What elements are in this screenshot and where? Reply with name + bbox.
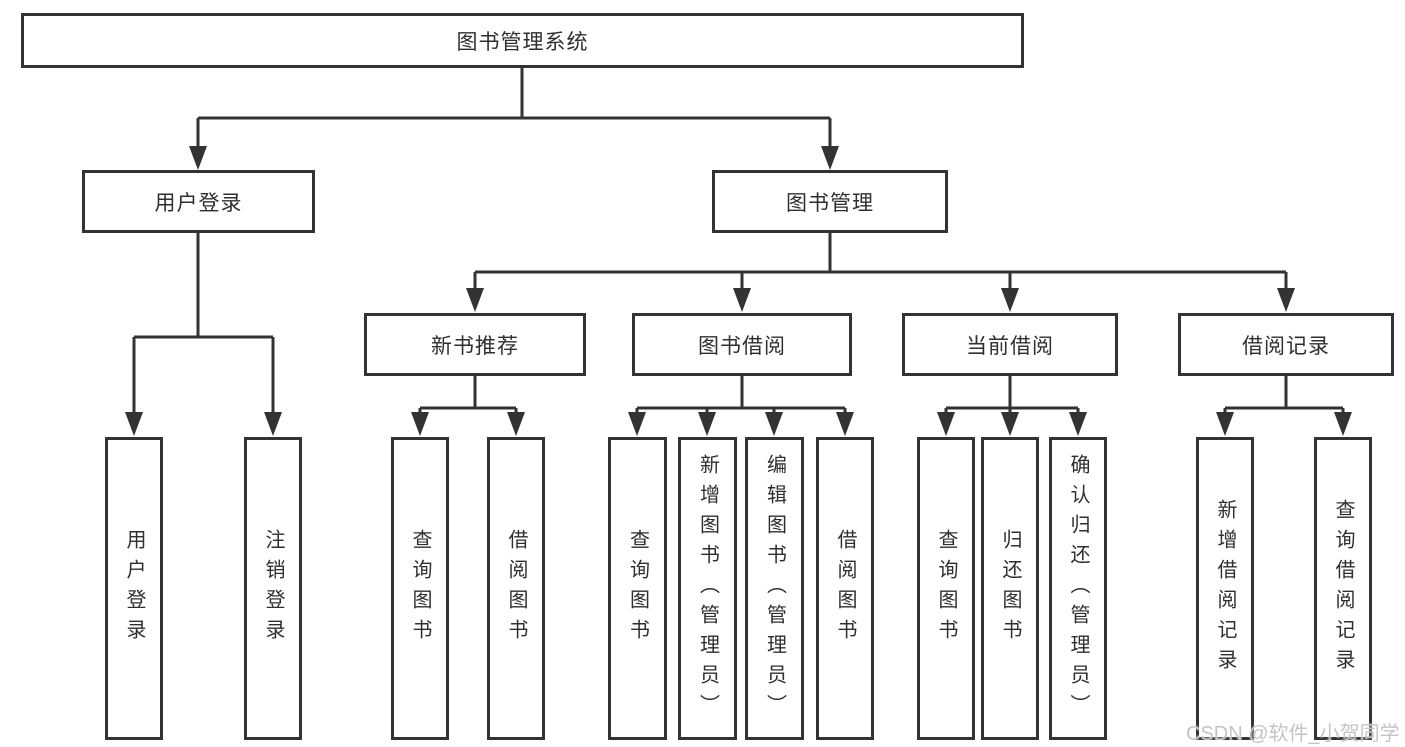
leaf-borrow-book-borrow: 借阅图书 [816, 437, 874, 740]
leaf-add-book-admin: 新增图书（管理员） [678, 437, 737, 740]
leaf-query-book-current: 查询图书 [917, 437, 975, 740]
connector-new-book-recommend-branch [418, 376, 518, 414]
node-user-login: 用户登录 [82, 170, 315, 233]
leaf-logout: 注销登录 [244, 437, 302, 740]
connector-current-borrow-branch [944, 376, 1080, 414]
leaf-confirm-return-admin: 确认归还（管理员） [1049, 437, 1107, 740]
node-root: 图书管理系统 [21, 13, 1024, 68]
connector-book-management-branch [473, 233, 1288, 290]
connector-book-borrow-branch [635, 376, 847, 414]
node-book-management: 图书管理 [712, 170, 948, 233]
csdn-watermark: CSDN @软件_小贺同学 [1186, 723, 1400, 745]
node-book-borrow: 图书借阅 [632, 313, 852, 376]
connector-user-login-branch [132, 233, 275, 414]
node-current-borrow: 当前借阅 [902, 313, 1118, 376]
leaf-query-book-new: 查询图书 [391, 437, 449, 740]
node-new-book-recommend: 新书推荐 [364, 313, 586, 376]
leaf-user-login: 用户登录 [105, 437, 163, 740]
connector-borrow-records-branch [1223, 376, 1345, 414]
connector-root-to-level2 [196, 68, 832, 148]
leaf-add-borrow-record: 新增借阅记录 [1196, 437, 1254, 740]
leaf-borrow-book-new: 借阅图书 [487, 437, 545, 740]
leaf-query-borrow-record: 查询借阅记录 [1314, 437, 1372, 740]
leaf-edit-book-admin: 编辑图书（管理员） [745, 437, 804, 740]
leaf-query-book-borrow: 查询图书 [608, 437, 667, 740]
leaf-return-book: 归还图书 [981, 437, 1039, 740]
arrowheads [125, 146, 1352, 436]
node-borrow-records: 借阅记录 [1178, 313, 1394, 376]
